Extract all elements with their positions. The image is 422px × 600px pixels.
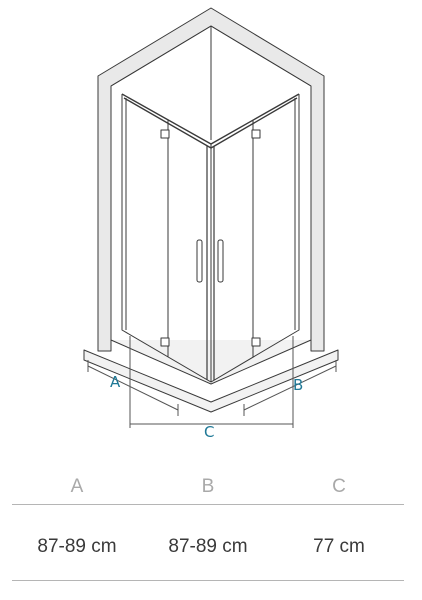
dimension-a-line bbox=[87, 336, 179, 428]
table-divider bbox=[12, 504, 404, 505]
handle-right bbox=[217, 239, 224, 283]
value-b: 87-89 cm bbox=[168, 536, 248, 557]
table-values-row: 87-89 cm 87-89 cm 77 cm bbox=[12, 530, 404, 560]
center-post bbox=[206, 146, 215, 380]
handle-left bbox=[196, 239, 203, 283]
hinge-right-top bbox=[251, 129, 261, 139]
right-door-panel bbox=[210, 94, 300, 383]
dimension-label-a: A bbox=[110, 373, 121, 391]
shower-enclosure-diagram bbox=[83, 7, 339, 428]
hinge-left-bottom bbox=[160, 337, 170, 347]
dimension-label-b: B bbox=[293, 376, 304, 394]
dimension-b-line bbox=[243, 336, 337, 428]
dimension-label-c: C bbox=[204, 423, 215, 441]
header-a: A bbox=[70, 476, 84, 497]
header-c: C bbox=[332, 476, 346, 497]
wall-inner bbox=[110, 25, 312, 140]
value-a: 87-89 cm bbox=[37, 536, 117, 557]
header-b: B bbox=[201, 476, 215, 497]
hinge-left-top bbox=[160, 129, 170, 139]
left-door-panel bbox=[121, 94, 212, 383]
hinge-right-bottom bbox=[251, 337, 261, 347]
value-c: 77 cm bbox=[313, 536, 365, 557]
table-header-row: A B C bbox=[12, 462, 404, 497]
table-bottom-divider bbox=[12, 580, 404, 581]
